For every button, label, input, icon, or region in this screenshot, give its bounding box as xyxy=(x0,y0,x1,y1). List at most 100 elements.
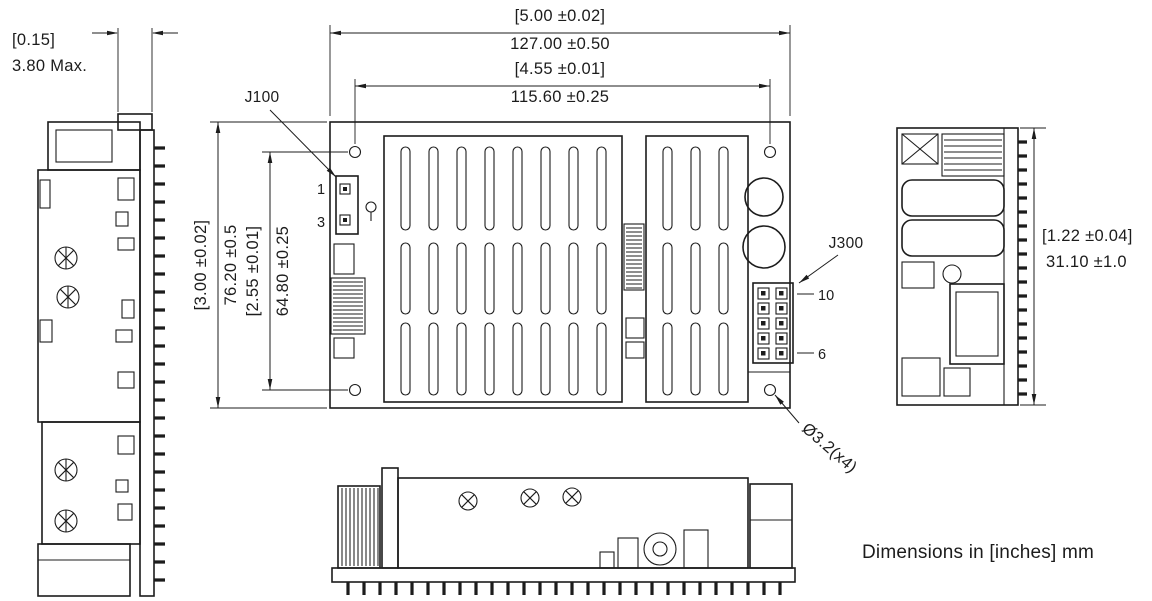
dim-overall-width-mm: 127.00 ±0.50 xyxy=(510,35,610,53)
arrowhead xyxy=(215,397,221,408)
side-view-right xyxy=(896,127,1027,406)
vent-slot xyxy=(400,322,411,396)
vented-cover xyxy=(397,477,749,569)
vent-slot xyxy=(456,146,467,231)
j100-pin-top-label: 1 xyxy=(317,182,325,198)
j300-pin xyxy=(775,347,788,360)
dim-pin-protrusion-mm: 3.80 Max. xyxy=(12,57,87,75)
vent-slot xyxy=(596,146,607,231)
j300-pin xyxy=(757,302,770,315)
vent-slot xyxy=(484,322,495,396)
component xyxy=(115,211,129,227)
arrowhead xyxy=(355,83,366,89)
side-view-left xyxy=(37,113,165,597)
j300-pin-contact xyxy=(779,291,784,296)
j100-pin xyxy=(339,214,351,226)
vent-slot xyxy=(512,242,523,315)
component xyxy=(117,177,135,201)
component xyxy=(901,261,935,289)
ac-inlet-connector xyxy=(47,121,141,171)
vent-slot xyxy=(428,146,439,231)
capacitor xyxy=(901,219,1005,257)
dim-overall-width: [5.00 ±0.02] 127.00 ±0.50 xyxy=(329,7,791,116)
vent-slot xyxy=(540,322,551,396)
vent-slot xyxy=(596,322,607,396)
transformer xyxy=(623,223,645,291)
j100-pin-contact xyxy=(343,218,347,222)
vent-slot xyxy=(512,146,523,231)
vent-slot xyxy=(400,146,411,231)
arrowhead xyxy=(152,30,163,36)
dim-pin-protrusion: [0.15] 3.80 Max. xyxy=(12,28,178,112)
mounting-hole xyxy=(763,145,777,159)
component xyxy=(39,319,53,343)
j300-pin-contact xyxy=(779,321,784,326)
capacitor xyxy=(744,177,784,217)
j300-pin-top-label: 10 xyxy=(818,288,834,304)
vent-slot xyxy=(400,242,411,315)
component xyxy=(39,179,51,209)
j300-pin-contact xyxy=(761,306,766,311)
heatsink-fins xyxy=(944,139,1002,171)
j300-pin xyxy=(775,287,788,300)
screw-icon xyxy=(54,246,78,270)
j300-label: J300 xyxy=(829,235,864,252)
leader-line xyxy=(269,109,337,178)
j300-pin-contact xyxy=(761,336,766,341)
arrowhead xyxy=(775,395,784,405)
component xyxy=(117,371,135,389)
arrowhead xyxy=(326,167,336,177)
j300-pin xyxy=(757,332,770,345)
j300-pin xyxy=(757,287,770,300)
component xyxy=(943,367,971,397)
connector-block xyxy=(901,133,939,165)
component xyxy=(115,479,129,493)
pcb-pins xyxy=(1018,140,1027,396)
vent-slot xyxy=(484,242,495,315)
j300-pin-contact xyxy=(779,336,784,341)
pcb-pins xyxy=(154,146,165,582)
vent-slot xyxy=(540,242,551,315)
vent-slot xyxy=(568,322,579,396)
component xyxy=(617,537,639,569)
j100-body xyxy=(335,175,359,235)
j300-pin-contact xyxy=(761,291,766,296)
vent-slot xyxy=(428,322,439,396)
heatsink-fins xyxy=(341,488,379,566)
vent-slots xyxy=(400,146,729,396)
component xyxy=(901,357,941,397)
test-point xyxy=(365,201,377,213)
component-body xyxy=(37,169,141,423)
component xyxy=(117,503,133,521)
component xyxy=(115,329,133,343)
dim-mount-pitch-y-in: [2.55 ±0.01] xyxy=(244,226,262,317)
j300-pin xyxy=(775,332,788,345)
heatsink xyxy=(330,277,366,335)
capacitor-block xyxy=(37,543,131,597)
vent-slot xyxy=(428,242,439,315)
hole-diameter-text: Ø3.2(x4) xyxy=(798,419,860,476)
ac-inlet-inner xyxy=(55,129,113,163)
vent-slot xyxy=(718,242,729,315)
component xyxy=(333,337,355,359)
j300-pin-contact xyxy=(779,351,784,356)
j100-connector xyxy=(335,175,359,235)
dim-mount-pitch-y: [2.55 ±0.01] 64.80 ±0.25 xyxy=(244,151,348,391)
vent-slot xyxy=(596,242,607,315)
pcb-edge xyxy=(331,567,796,583)
connector-brace xyxy=(901,133,939,165)
board-outline xyxy=(329,121,791,409)
dim-overall-width-in: [5.00 ±0.02] xyxy=(515,7,606,25)
arrowhead xyxy=(1031,394,1037,405)
dim-overall-depth: [3.00 ±0.02] 76.20 ±0.5 xyxy=(192,121,327,409)
component xyxy=(117,237,135,251)
j100-callout: J100 1 3 xyxy=(245,89,337,231)
vent-slot xyxy=(540,146,551,231)
heatsink-fins xyxy=(333,281,363,331)
vent-slot xyxy=(662,322,673,396)
j100-label: J100 xyxy=(245,89,280,106)
vent-slot xyxy=(484,146,495,231)
vented-cover-right xyxy=(645,135,749,403)
dim-mount-pitch-x-mm: 115.60 ±0.25 xyxy=(511,88,610,106)
